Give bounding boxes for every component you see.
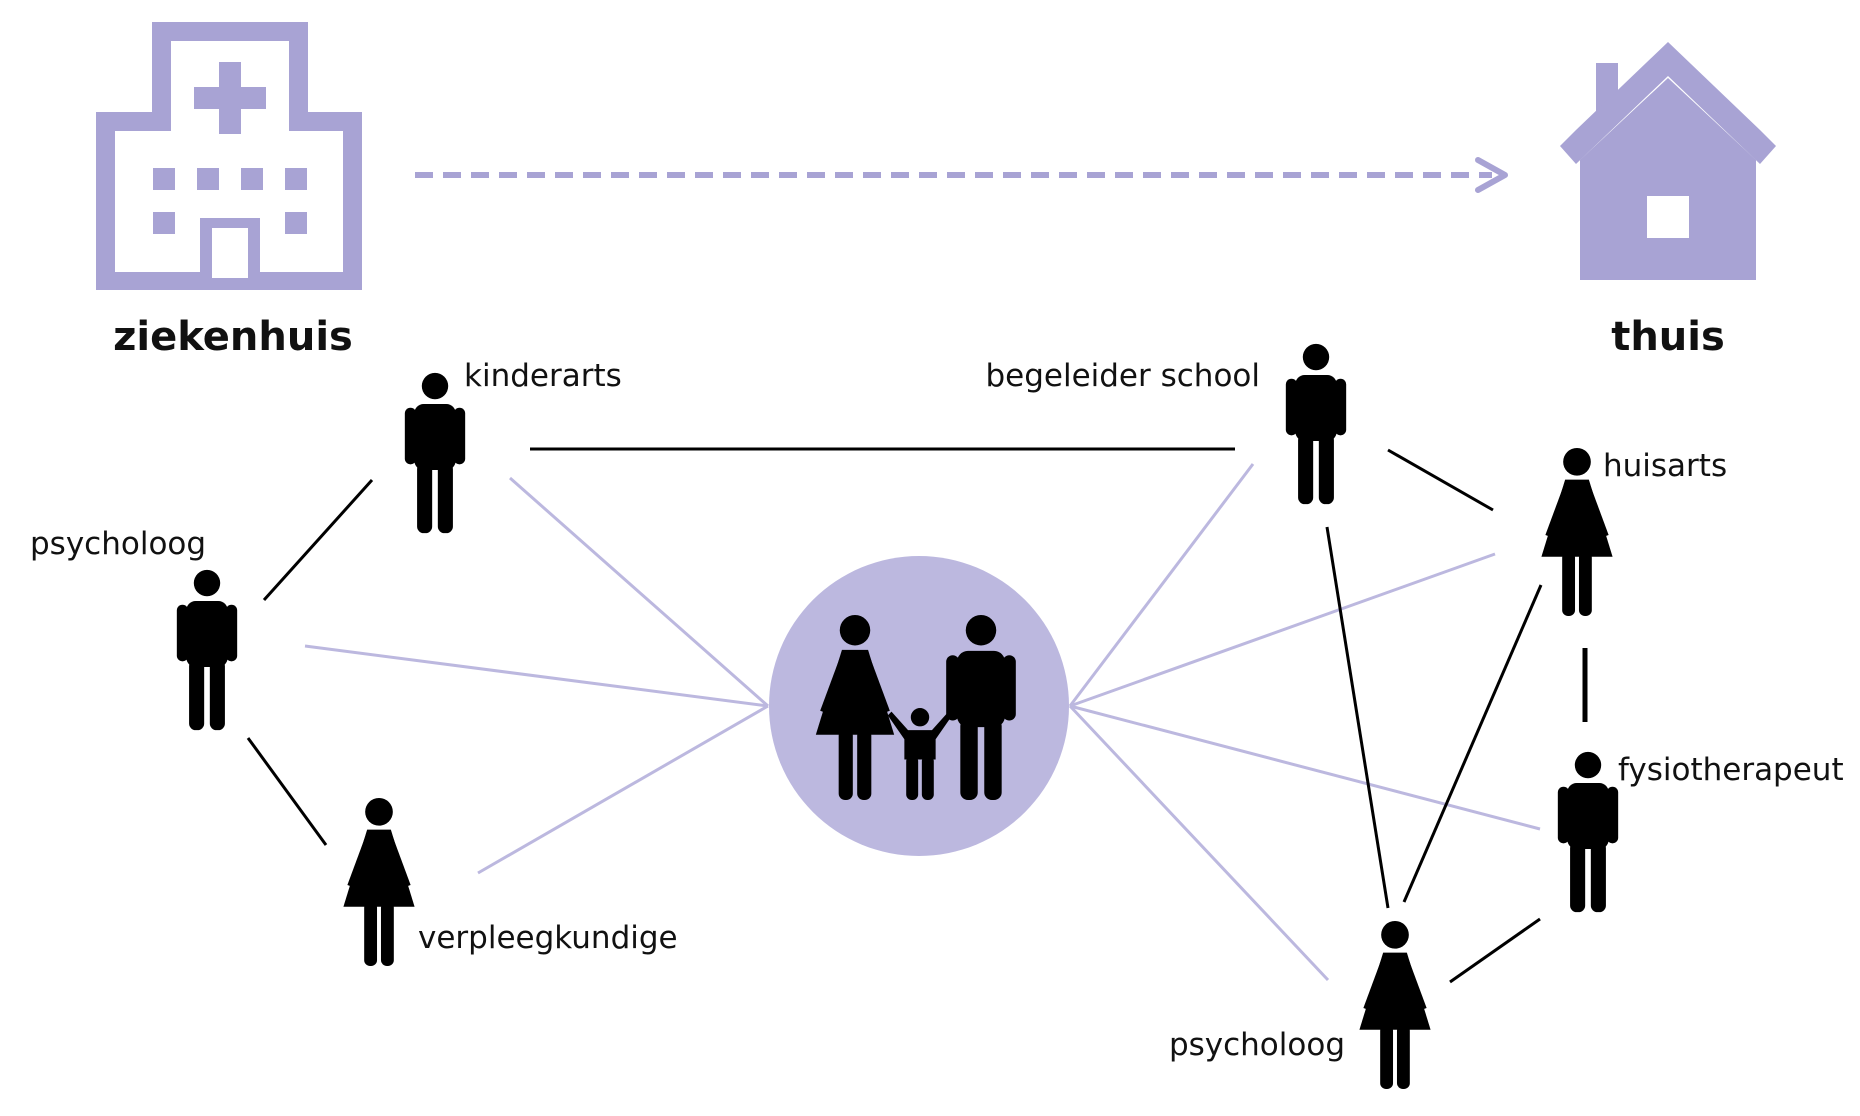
link-center-fysiotherapeut bbox=[1069, 704, 1541, 831]
person-label-huisarts: huisarts bbox=[1603, 448, 1727, 484]
link-fysiotherapeut-psycholoog bbox=[1449, 917, 1541, 984]
link-kinderarts-psycholoog bbox=[262, 478, 374, 602]
person-huisarts: huisarts bbox=[1541, 448, 1727, 616]
link-center-psycholoog-left bbox=[304, 644, 769, 708]
link-psycholoog-verpleegkundige bbox=[246, 737, 328, 846]
hospital-label: ziekenhuis bbox=[113, 314, 353, 360]
link-begeleider-psycholoog bbox=[1325, 526, 1390, 909]
woman-icon bbox=[1541, 448, 1613, 616]
connection-lines bbox=[246, 447, 1588, 984]
man-icon bbox=[1285, 343, 1347, 505]
family-group bbox=[769, 556, 1069, 856]
link-center-kinderarts bbox=[509, 476, 769, 708]
person-begeleider-school: begeleider school bbox=[985, 343, 1347, 505]
person-label-kinderarts: kinderarts bbox=[464, 358, 622, 394]
man-icon bbox=[1557, 751, 1619, 913]
hospital-icon bbox=[96, 22, 362, 290]
link-center-huisarts bbox=[1069, 552, 1496, 708]
person-label-verpleegkundige: verpleegkundige bbox=[418, 920, 678, 956]
person-verpleegkundige: verpleegkundige bbox=[343, 798, 678, 966]
man-icon bbox=[176, 569, 238, 731]
person-label-psycholoog-right: psycholoog bbox=[1169, 1027, 1345, 1063]
link-center-verpleegkundige bbox=[477, 704, 769, 875]
person-psycholoog-right: psycholoog bbox=[1169, 921, 1431, 1089]
woman-icon bbox=[1359, 921, 1431, 1089]
link-center-begeleider bbox=[1068, 463, 1255, 707]
person-label-begeleider-school: begeleider school bbox=[985, 358, 1260, 394]
home-label: thuis bbox=[1611, 314, 1725, 360]
woman-icon bbox=[343, 798, 415, 966]
person-psycholoog-left: psycholoog bbox=[30, 526, 238, 731]
link-center-psycholoog-right bbox=[1068, 704, 1330, 982]
arrowhead-icon bbox=[1475, 157, 1508, 193]
transition-arrow bbox=[415, 157, 1508, 193]
person-kinderarts: kinderarts bbox=[404, 358, 622, 534]
person-label-psycholoog-left: psycholoog bbox=[30, 526, 206, 562]
link-huisarts-psycholoog bbox=[1402, 584, 1543, 903]
link-begeleider-huisarts bbox=[1387, 448, 1494, 512]
family-circle bbox=[769, 556, 1069, 856]
house-icon bbox=[1560, 42, 1776, 280]
person-label-fysiotherapeut: fysiotherapeut bbox=[1618, 752, 1844, 788]
man-icon bbox=[404, 372, 466, 534]
person-fysiotherapeut: fysiotherapeut bbox=[1557, 751, 1844, 913]
